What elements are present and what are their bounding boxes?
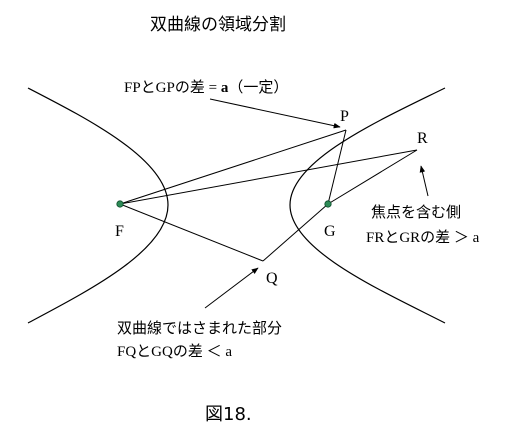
segment-gr [327, 149, 418, 205]
figure-caption: 図18. [205, 404, 252, 425]
label-q: Q [266, 270, 278, 287]
label-g: G [324, 223, 336, 240]
annotation-focus-side-line2: FRとGRの差 ＞ a [366, 229, 480, 246]
annotation-fp-gp-suffix: （一定） [228, 78, 288, 96]
hyperbola-left-branch [27, 87, 169, 324]
segment-gq [262, 203, 329, 262]
annotation-between-line1: 双曲線ではさまれた部分 [117, 319, 282, 337]
segment-fr [119, 149, 418, 205]
arrow-to-p [209, 98, 341, 129]
label-p: P [340, 108, 349, 125]
label-r: R [417, 130, 428, 147]
focus-f-marker [116, 200, 124, 208]
annotation-fp-gp: FPとGPの差 = a（一定） [124, 78, 288, 96]
diagram-title: 双曲線の領域分割 [150, 15, 286, 35]
annotation-fp-gp-prefix: FPとGPの差 = [124, 79, 221, 96]
arrow-to-r [419, 165, 429, 197]
annotation-fp-gp-a: a [221, 80, 229, 96]
label-f: F [115, 223, 124, 240]
segment-fp [119, 129, 347, 205]
segment-fq [119, 203, 264, 262]
segment-gp [327, 129, 347, 205]
annotation-between-line2: FQとGQの差 ＜ a [117, 343, 232, 360]
arrow-to-q [204, 267, 259, 309]
hyperbola-right-branch [289, 87, 446, 324]
annotation-focus-side-line1: 焦点を含む側 [371, 203, 461, 221]
focus-g-marker [324, 200, 332, 208]
